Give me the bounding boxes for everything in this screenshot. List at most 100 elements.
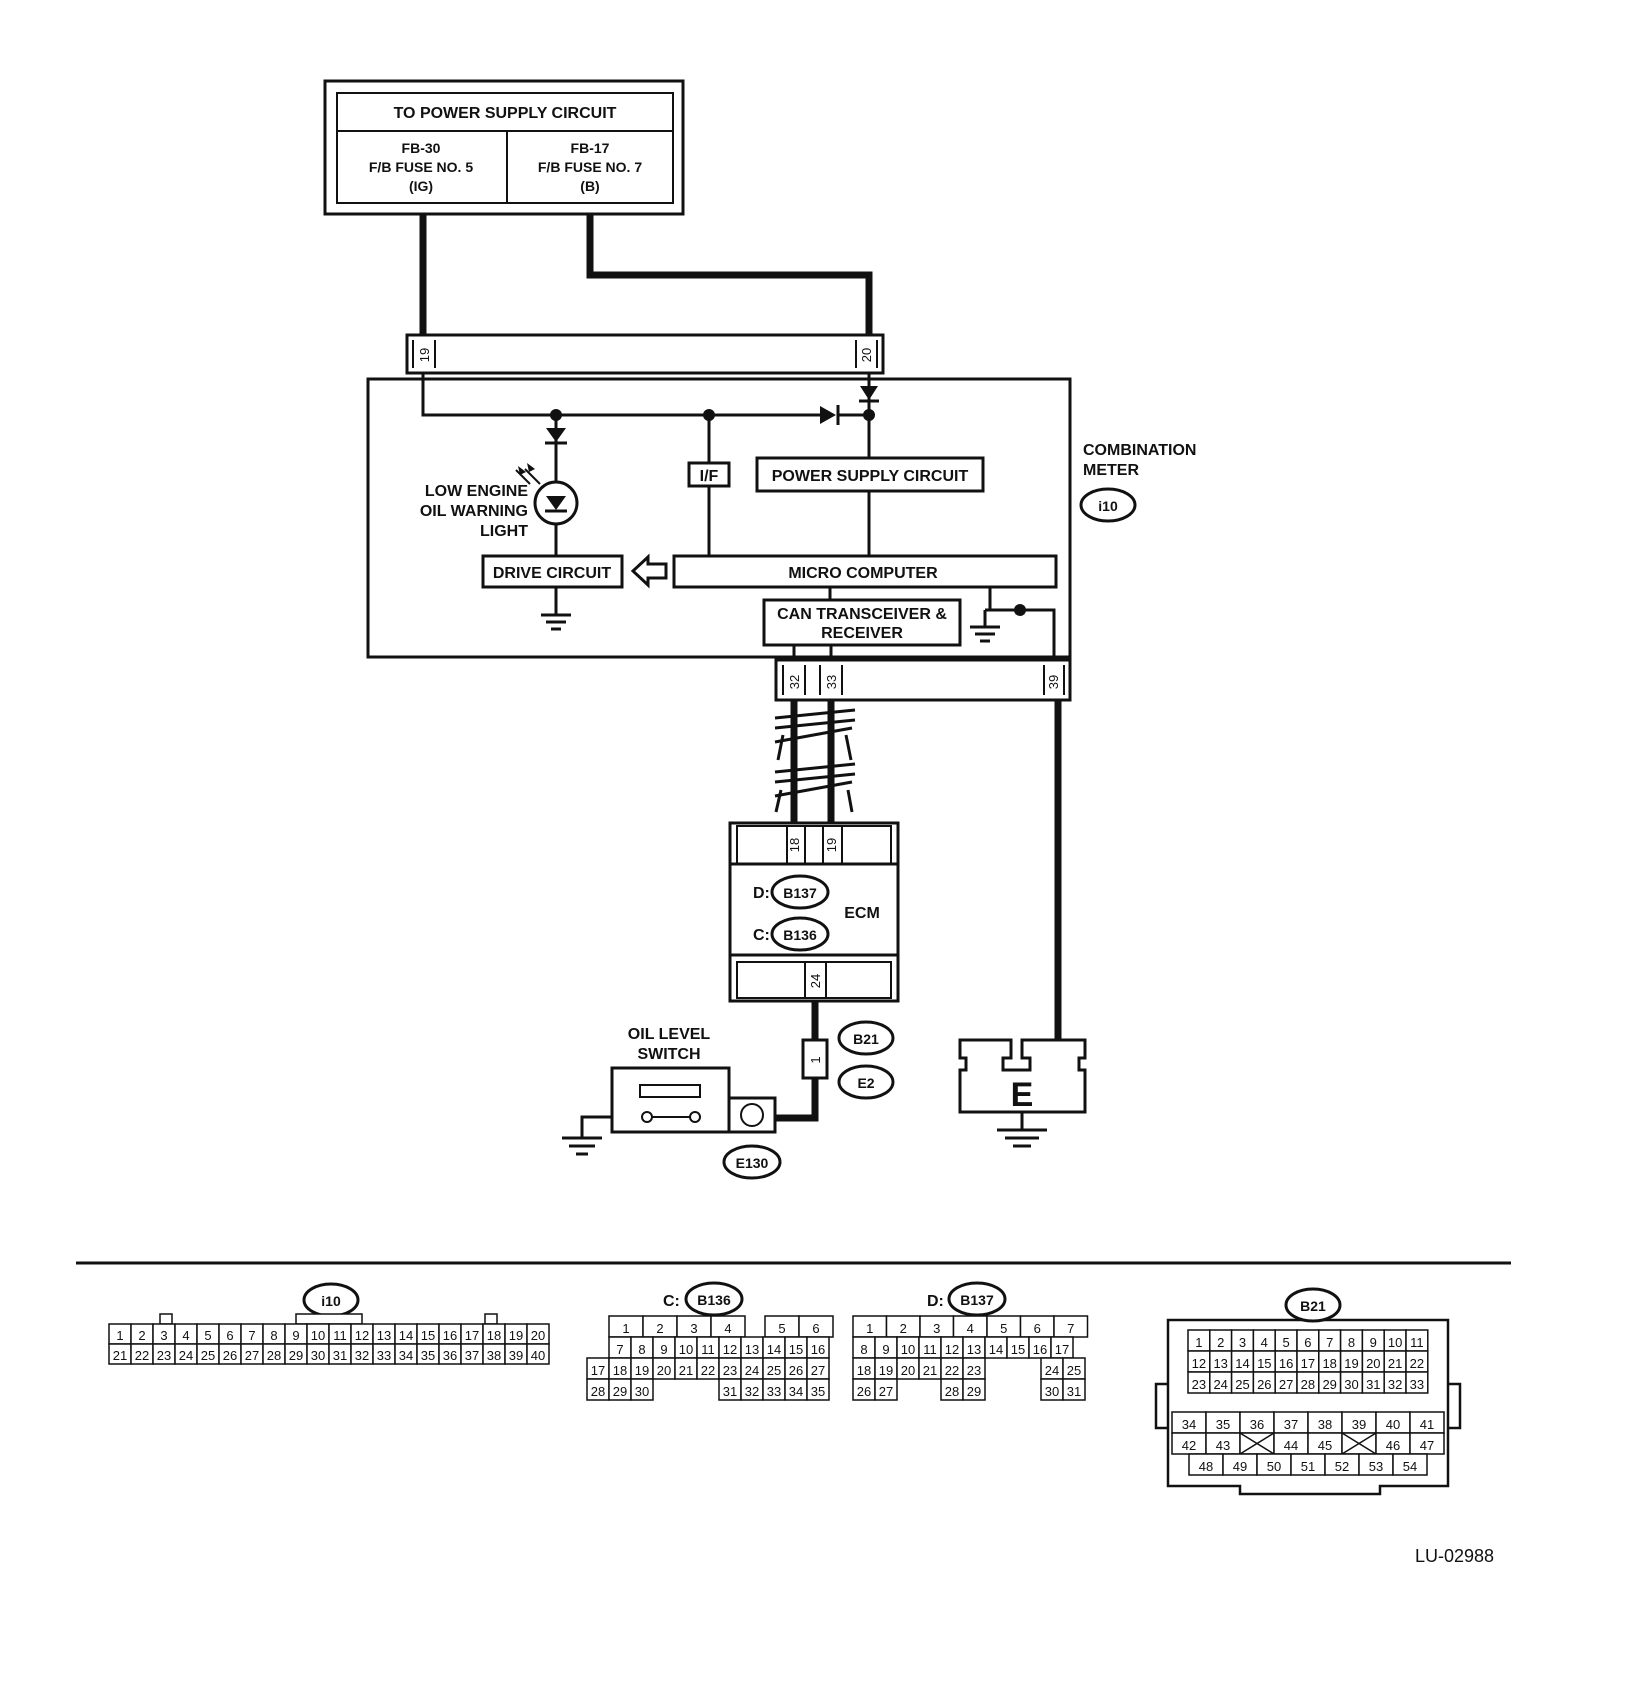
pin-number: 1 bbox=[1195, 1335, 1202, 1350]
pin-number: 36 bbox=[1250, 1417, 1264, 1432]
pin-number: 6 bbox=[812, 1321, 819, 1336]
pin-number: 2 bbox=[656, 1321, 663, 1336]
connector-e2-tag: E2 bbox=[857, 1075, 874, 1091]
pin-number: 18 bbox=[857, 1363, 871, 1378]
pin-number: 20 bbox=[1366, 1356, 1380, 1371]
pin-number: 14 bbox=[767, 1342, 781, 1357]
pin-number: 12 bbox=[1192, 1356, 1206, 1371]
pin-number: 15 bbox=[1257, 1356, 1271, 1371]
pin-number: 8 bbox=[638, 1342, 645, 1357]
pin-number: 30 bbox=[311, 1348, 325, 1363]
pin-number: 48 bbox=[1199, 1459, 1213, 1474]
pin-number: 11 bbox=[333, 1328, 347, 1343]
combo-meter-label-2: METER bbox=[1083, 462, 1139, 479]
pin-number: 19 bbox=[509, 1328, 523, 1343]
blank-pin-cross bbox=[1239, 1432, 1275, 1455]
pin-number: 12 bbox=[723, 1342, 737, 1357]
ground-point-e: E bbox=[958, 1038, 1087, 1148]
pin-number: 17 bbox=[1301, 1356, 1315, 1371]
connector-b136-label: B136 bbox=[783, 927, 817, 943]
pin-number: 26 bbox=[857, 1384, 871, 1399]
low-oil-label-3: LIGHT bbox=[480, 523, 528, 540]
pin-meter-33: 33 bbox=[824, 675, 839, 689]
pin-number: 28 bbox=[1301, 1377, 1315, 1392]
pin-number: 4 bbox=[967, 1321, 974, 1336]
pin-number: 8 bbox=[1348, 1335, 1355, 1350]
pin-number: 44 bbox=[1284, 1438, 1298, 1453]
pin-number: 51 bbox=[1301, 1459, 1315, 1474]
fuse-no5-label: F/B FUSE NO. 5 bbox=[369, 159, 473, 175]
pin-number: 13 bbox=[967, 1342, 981, 1357]
pin-number: 27 bbox=[811, 1363, 825, 1378]
diode-icon bbox=[546, 428, 566, 442]
pin-number: 27 bbox=[245, 1348, 259, 1363]
pin-number: 50 bbox=[1267, 1459, 1281, 1474]
ground-icon bbox=[970, 625, 1000, 643]
pin-number: 21 bbox=[1388, 1356, 1402, 1371]
pin-number: 33 bbox=[767, 1384, 781, 1399]
connector-b21-tag: B21 bbox=[853, 1031, 879, 1047]
face-b136-prefix: C: bbox=[663, 1293, 680, 1310]
pin-number: 16 bbox=[1279, 1356, 1293, 1371]
b21-side-tabs bbox=[1154, 1382, 1462, 1430]
pin-cell bbox=[1062, 1378, 1086, 1401]
pin-number: 23 bbox=[1192, 1377, 1206, 1392]
pin-number: 16 bbox=[1033, 1342, 1047, 1357]
can-twisted-pair bbox=[774, 700, 856, 826]
pin-number: 47 bbox=[1420, 1438, 1434, 1453]
pin-number: 30 bbox=[635, 1384, 649, 1399]
pin-number: 34 bbox=[399, 1348, 413, 1363]
combo-meter-label-1: COMBINATION bbox=[1083, 442, 1196, 459]
pin-cell bbox=[526, 1343, 550, 1365]
if-label: I/F bbox=[700, 468, 719, 485]
ecm-c-prefix: C: bbox=[753, 927, 770, 944]
connector-b137-label: B137 bbox=[783, 885, 817, 901]
fuse-fb17-label: FB-17 bbox=[571, 140, 610, 156]
pin-number: 22 bbox=[135, 1348, 149, 1363]
pin-meter-20: 20 bbox=[859, 348, 874, 362]
pin-number: 34 bbox=[1182, 1417, 1196, 1432]
pin-number: 2 bbox=[1217, 1335, 1224, 1350]
pin-number: 35 bbox=[811, 1384, 825, 1399]
pin-number: 4 bbox=[724, 1321, 731, 1336]
pin-number: 38 bbox=[1318, 1417, 1332, 1432]
pin-number: 26 bbox=[1257, 1377, 1271, 1392]
pin-number: 31 bbox=[723, 1384, 737, 1399]
face-b137-prefix: D: bbox=[927, 1293, 944, 1310]
oil-switch-label-1: OIL LEVEL bbox=[628, 1026, 711, 1043]
pin-meter-19: 19 bbox=[417, 348, 432, 362]
pin-number: 13 bbox=[745, 1342, 759, 1357]
pin-number: 14 bbox=[1235, 1356, 1249, 1371]
pin-number: 37 bbox=[1284, 1417, 1298, 1432]
wire-b21-to-switch bbox=[775, 1078, 819, 1122]
pin-number: 43 bbox=[1216, 1438, 1230, 1453]
can-label-1: CAN TRANSCEIVER & bbox=[777, 606, 947, 623]
pin-cell bbox=[962, 1378, 986, 1401]
pin-number: 23 bbox=[723, 1363, 737, 1378]
pin-number: 12 bbox=[945, 1342, 959, 1357]
pin-number: 18 bbox=[1322, 1356, 1336, 1371]
combination-meter: 19 20 32 33 39 LOW EN bbox=[366, 333, 1196, 702]
ground-e-label: E bbox=[1011, 1076, 1034, 1114]
pin-number: 17 bbox=[1055, 1342, 1069, 1357]
pin-meter-39: 39 bbox=[1046, 675, 1061, 689]
pin-number: 42 bbox=[1182, 1438, 1196, 1453]
pin-number: 7 bbox=[248, 1328, 255, 1343]
pin-number: 9 bbox=[292, 1328, 299, 1343]
pin-number: 5 bbox=[1000, 1321, 1007, 1336]
power-supply-block: TO POWER SUPPLY CIRCUIT FB-30 F/B FUSE N… bbox=[323, 79, 685, 216]
pin-number: 16 bbox=[811, 1342, 825, 1357]
light-emit-icon bbox=[515, 468, 541, 485]
pin-number: 11 bbox=[1410, 1335, 1424, 1350]
pin-number: 37 bbox=[465, 1348, 479, 1363]
pin-number: 29 bbox=[967, 1384, 981, 1399]
pin-number: 19 bbox=[635, 1363, 649, 1378]
pin-number: 6 bbox=[226, 1328, 233, 1343]
pin-number: 2 bbox=[900, 1321, 907, 1336]
ecm-d-prefix: D: bbox=[753, 885, 770, 902]
pin-cell bbox=[159, 1313, 173, 1325]
connector-i10-label: i10 bbox=[1098, 498, 1118, 514]
pin-number: 3 bbox=[160, 1328, 167, 1343]
